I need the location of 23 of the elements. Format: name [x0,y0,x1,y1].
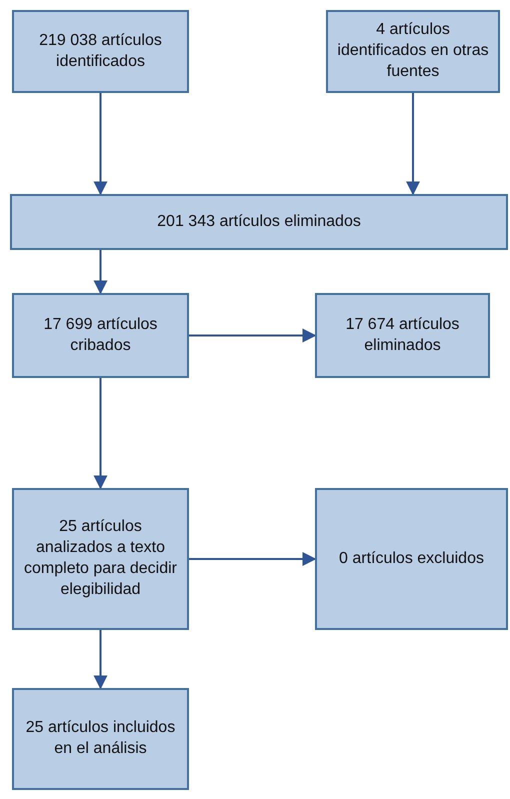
process-box [12,10,189,93]
box-text: 17 674 artículos eliminados [344,314,460,356]
process-box [10,194,508,250]
box-text: 17 699 artículos cribados [42,314,158,356]
arrow [189,328,316,342]
arrow [189,552,316,566]
process-box [12,488,189,630]
box-text: 4 artículos identificados en otras fuentes [336,20,490,82]
arrow [94,93,108,196]
process-box [326,10,500,93]
process-box [12,688,189,790]
process-box [315,488,508,630]
box-text: 201 343 artículos eliminados [157,212,361,232]
arrow [94,250,108,294]
arrow [406,93,420,196]
process-box [12,293,189,378]
box-text: 219 038 artículos identificados [38,30,163,72]
arrow [94,630,108,690]
box-text: 25 artículos analizados a texto completo para decidir elegibilidad [23,517,178,600]
box-text: 0 artículos excluidos [339,548,484,569]
process-box [315,293,490,378]
box-text: 25 artículos incluidos en el análisis [24,718,176,759]
arrow [94,378,108,490]
